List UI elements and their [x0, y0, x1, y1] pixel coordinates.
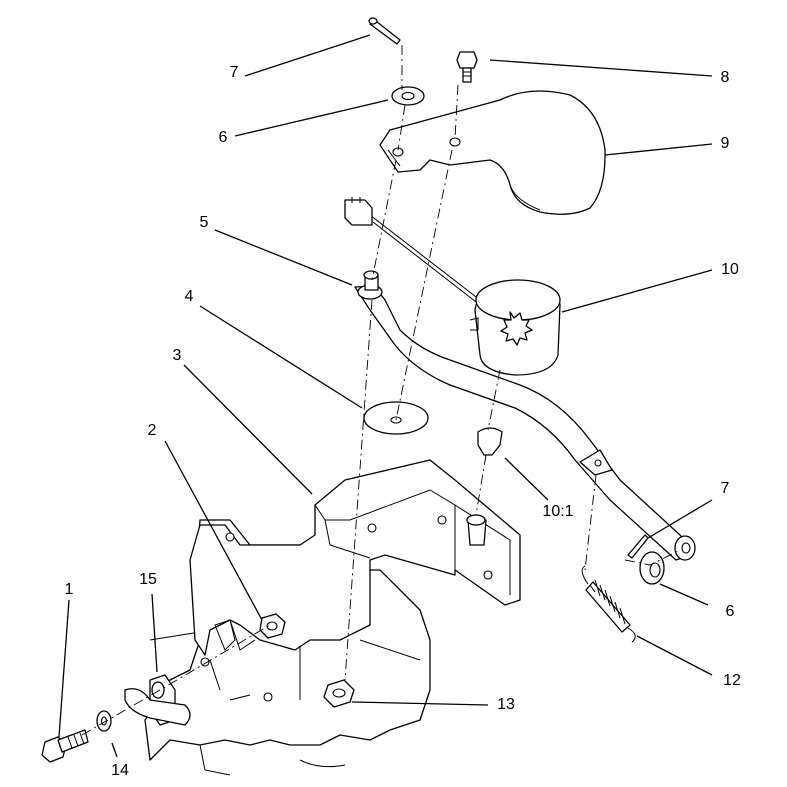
wire-harness	[344, 197, 481, 306]
callout-10: 10	[721, 261, 739, 278]
callout-5: 5	[200, 214, 209, 231]
callout-7-right: 7	[721, 480, 730, 497]
callout-8: 8	[721, 69, 730, 86]
washer-large	[363, 401, 429, 435]
callout-1: 1	[65, 581, 74, 598]
callout-labels: 1 2 3 4 5 6 6 7 7 8 9 10 10:1 12 13 14 1…	[65, 64, 741, 779]
callout-14: 14	[111, 762, 129, 779]
bolt-top	[456, 51, 478, 83]
cotter-pin-top	[368, 17, 401, 45]
switch-assembly	[469, 279, 561, 376]
callout-9: 9	[721, 135, 730, 152]
cover-plate	[379, 90, 606, 215]
callout-10-1: 10:1	[542, 503, 573, 520]
callout-leaders	[58, 34, 713, 758]
callout-6-top: 6	[219, 129, 228, 146]
mounting-bracket	[189, 459, 521, 656]
callout-7-top: 7	[230, 64, 239, 81]
bolt-1	[41, 729, 89, 763]
spring	[581, 565, 636, 643]
nut-13	[323, 679, 355, 708]
callout-6-right: 6	[726, 603, 735, 620]
nut-2	[259, 613, 286, 639]
assembly-center-lines	[81, 45, 681, 736]
lever-rod	[354, 270, 696, 561]
callout-4: 4	[185, 288, 194, 305]
callout-13: 13	[497, 696, 515, 713]
callout-2: 2	[148, 422, 157, 439]
washer-14	[96, 710, 112, 732]
callout-3: 3	[173, 347, 182, 364]
bracket-15	[124, 674, 191, 726]
bushing	[466, 427, 503, 546]
callout-12: 12	[723, 672, 741, 689]
callout-15: 15	[139, 571, 157, 588]
washer-right	[639, 551, 665, 585]
washer-top	[391, 86, 425, 106]
